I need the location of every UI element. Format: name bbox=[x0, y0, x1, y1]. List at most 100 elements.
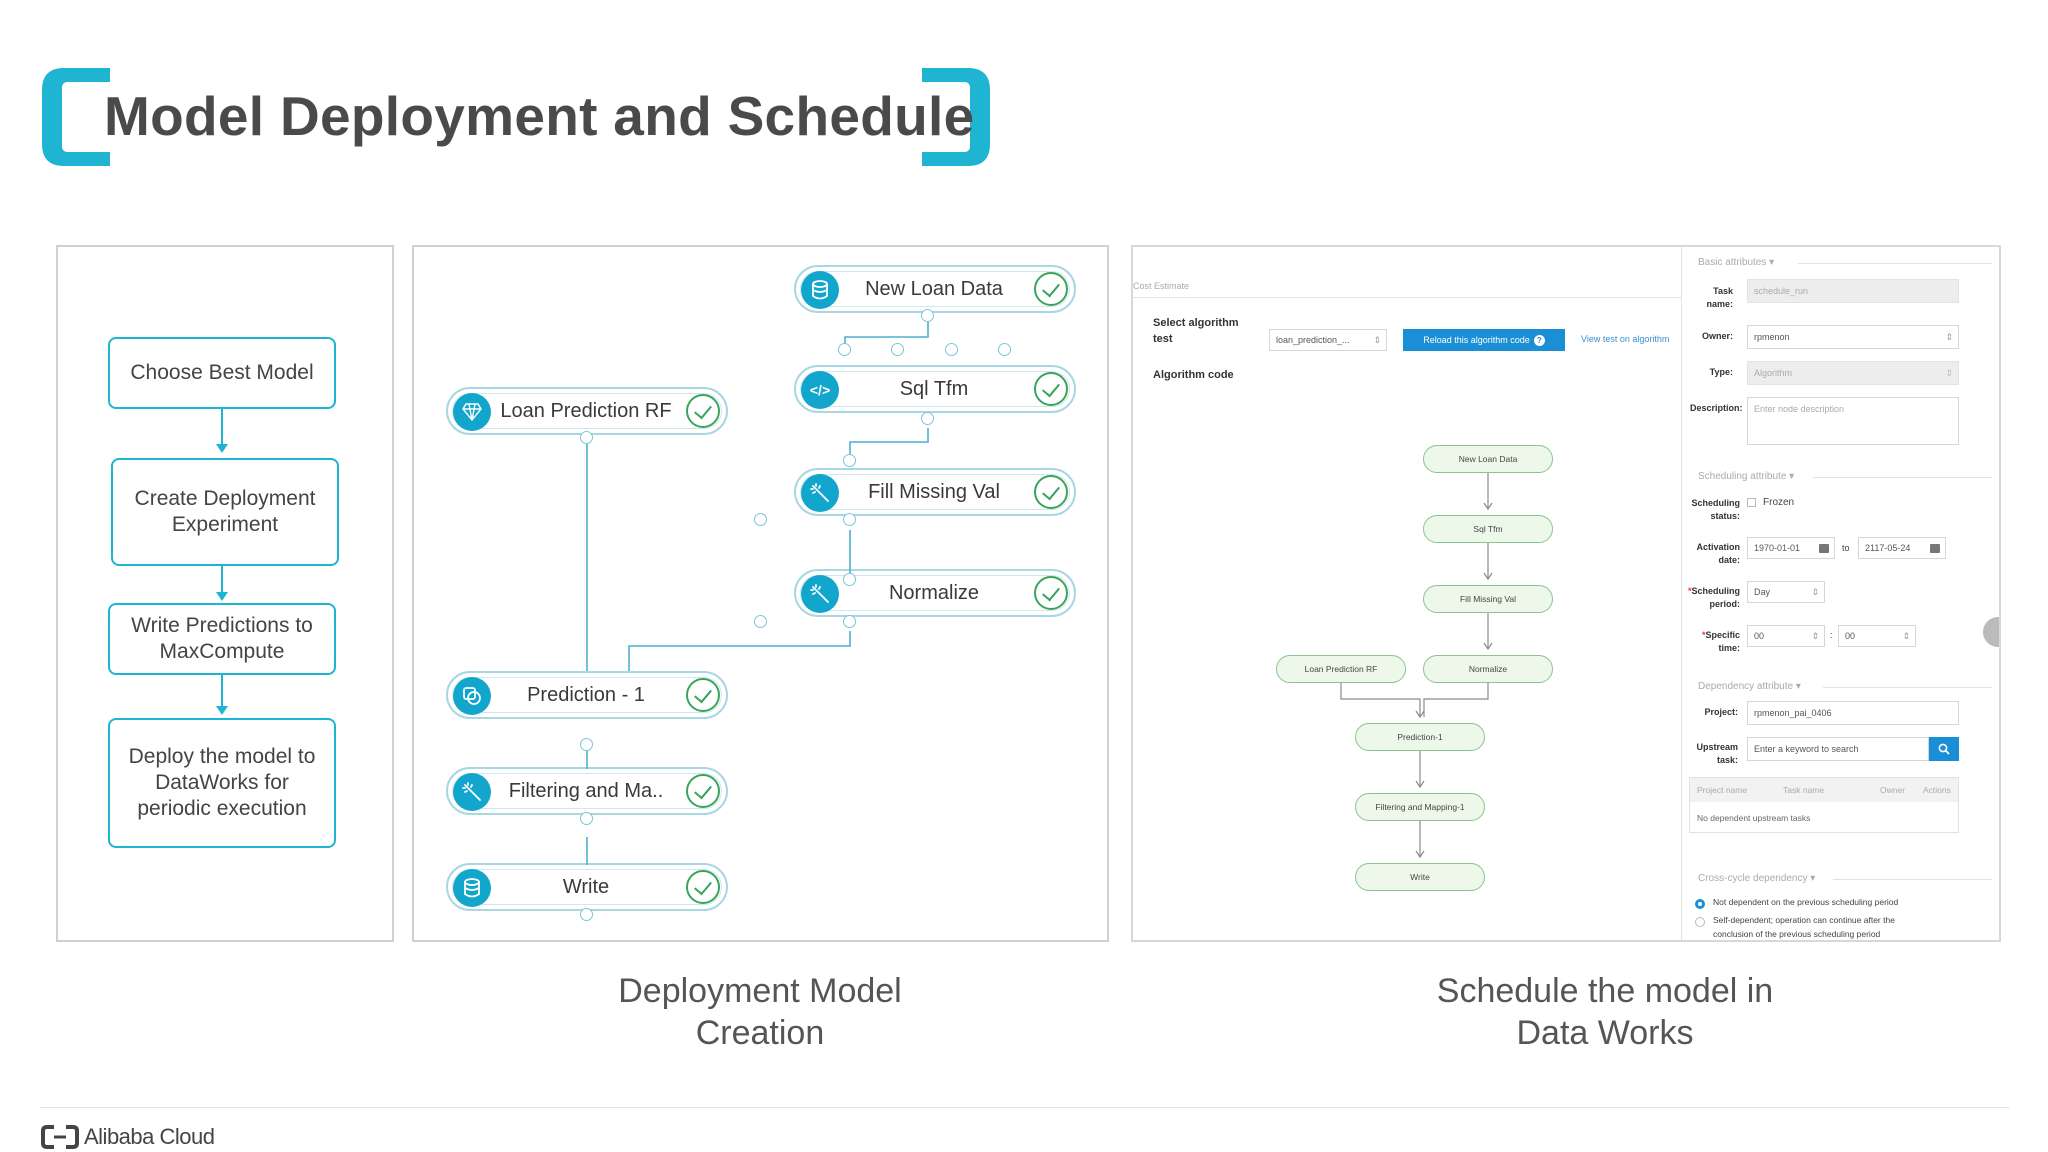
hour-select[interactable]: 00 ⇕ bbox=[1747, 625, 1825, 647]
activation-from-input[interactable]: 1970-01-01 bbox=[1747, 537, 1835, 559]
owner-select-value: rpmenon bbox=[1754, 332, 1790, 342]
output-port[interactable] bbox=[580, 908, 593, 921]
minute-select[interactable]: 00 ⇕ bbox=[1838, 625, 1916, 647]
node-sql-tfm[interactable]: </> Sql Tfm bbox=[794, 365, 1076, 413]
select-algorithm-label: Select algorithm test bbox=[1153, 317, 1239, 345]
project-input[interactable]: rpmenon_pai_0406 bbox=[1747, 701, 1959, 725]
reload-algorithm-button[interactable]: Reload this algorithm code ? bbox=[1403, 329, 1565, 351]
caption-line: Data Works bbox=[1516, 1014, 1694, 1052]
upstream-table-header bbox=[1690, 778, 1958, 802]
select-arrows-icon: ⇕ bbox=[1902, 630, 1910, 641]
algorithm-code-label: Algorithm code bbox=[1153, 369, 1234, 381]
option-not-dependent: Not dependent on the previous scheduling… bbox=[1713, 897, 1899, 907]
project-label: Project: bbox=[1704, 707, 1738, 717]
select-arrows-icon: ⇕ bbox=[1945, 367, 1953, 378]
algorithm-select[interactable]: loan_prediction_... ⇕ bbox=[1269, 329, 1387, 351]
node-new-loan-data[interactable]: New Loan Data bbox=[794, 265, 1076, 313]
select-arrows-icon: ⇕ bbox=[1811, 586, 1819, 597]
input-port[interactable] bbox=[891, 343, 904, 356]
view-test-link[interactable]: View test on algorithm bbox=[1581, 334, 1670, 344]
graph-node-normalize[interactable]: Normalize bbox=[1423, 655, 1553, 683]
output-port[interactable] bbox=[754, 615, 767, 628]
divider bbox=[1813, 477, 1992, 478]
algorithm-select-value: loan_prediction_... bbox=[1276, 335, 1350, 345]
output-port[interactable] bbox=[843, 513, 856, 526]
input-port[interactable] bbox=[838, 343, 851, 356]
input-port[interactable] bbox=[998, 343, 1011, 356]
select-arrows-icon: ⇕ bbox=[1811, 630, 1819, 641]
description-textarea[interactable]: Enter node description bbox=[1747, 397, 1959, 445]
activation-to-input[interactable]: 2117-05-24 bbox=[1858, 537, 1946, 559]
graph-node-filtering-and-mapping[interactable]: Filtering and Mapping-1 bbox=[1355, 793, 1485, 821]
owner-select[interactable]: rpmenon ⇕ bbox=[1747, 325, 1959, 349]
divider bbox=[1823, 687, 1992, 688]
output-port[interactable] bbox=[843, 615, 856, 628]
check-icon bbox=[1034, 475, 1068, 509]
tab-cost-estimate[interactable]: Cost Estimate bbox=[1133, 281, 1190, 291]
help-icon: ? bbox=[1533, 334, 1545, 346]
check-icon bbox=[1034, 272, 1068, 306]
check-icon bbox=[686, 870, 720, 904]
graph-node-new-loan-data[interactable]: New Loan Data bbox=[1423, 445, 1553, 473]
radio-not-dependent[interactable] bbox=[1695, 899, 1705, 909]
graph-node-prediction-1[interactable]: Prediction-1 bbox=[1355, 723, 1485, 751]
wand-icon bbox=[801, 474, 839, 512]
hour-select-value: 00 bbox=[1754, 631, 1765, 641]
check-icon bbox=[686, 678, 720, 712]
input-port[interactable] bbox=[945, 343, 958, 356]
frozen-checkbox[interactable] bbox=[1747, 498, 1756, 507]
database-icon bbox=[453, 869, 491, 907]
database-icon bbox=[801, 271, 839, 309]
graph-node-loan-prediction-rf[interactable]: Loan Prediction RF bbox=[1276, 655, 1406, 683]
cross-cycle-header[interactable]: Cross-cycle dependency ▾ bbox=[1698, 873, 1816, 884]
task-name-input[interactable]: schedule_run bbox=[1747, 279, 1959, 303]
node-normalize[interactable]: Normalize bbox=[794, 569, 1076, 617]
node-label: New Loan Data bbox=[865, 278, 1003, 300]
scheduling-period-label: *Scheduling period: bbox=[1688, 586, 1741, 609]
option-self-dependent-cont: conclusion of the previous scheduling pe… bbox=[1713, 929, 1881, 939]
node-loan-prediction-rf[interactable]: Loan Prediction RF bbox=[446, 387, 728, 435]
select-arrows-icon: ⇕ bbox=[1373, 334, 1381, 345]
upstream-search-button[interactable] bbox=[1929, 737, 1959, 761]
prediction-icon bbox=[453, 677, 491, 715]
type-select[interactable]: Algorithm ⇕ bbox=[1747, 361, 1959, 385]
input-port[interactable] bbox=[843, 454, 856, 467]
scheduling-period-select[interactable]: Day ⇕ bbox=[1747, 581, 1825, 603]
output-port[interactable] bbox=[580, 812, 593, 825]
scheduling-attribute-header[interactable]: Scheduling attribute ▾ bbox=[1698, 471, 1795, 482]
dataworks-schedule-panel: Cost Estimate Select algorithm test loan… bbox=[1131, 245, 2001, 942]
input-port[interactable] bbox=[843, 573, 856, 586]
col-task-name: Task name bbox=[1783, 785, 1825, 795]
code-icon: </> bbox=[801, 371, 839, 409]
output-port[interactable] bbox=[921, 309, 934, 322]
workflow-steps-panel: Choose Best Model Create Deployment Expe… bbox=[56, 245, 394, 942]
output-port[interactable] bbox=[754, 513, 767, 526]
graph-node-write[interactable]: Write bbox=[1355, 863, 1485, 891]
footer-divider bbox=[40, 1107, 2010, 1108]
node-fill-missing-val[interactable]: Fill Missing Val bbox=[794, 468, 1076, 516]
scheduling-status-label: Scheduling status: bbox=[1691, 498, 1740, 521]
flow-step-choose-model: Choose Best Model bbox=[108, 337, 336, 409]
graph-edges bbox=[1340, 473, 1493, 859]
output-port[interactable] bbox=[580, 431, 593, 444]
node-label: Prediction - 1 bbox=[527, 684, 645, 706]
to-label: to bbox=[1842, 543, 1850, 553]
node-write[interactable]: Write bbox=[446, 863, 728, 911]
graph-node-fill-missing-val[interactable]: Fill Missing Val bbox=[1423, 585, 1553, 613]
option-self-dependent: Self-dependent; operation can continue a… bbox=[1713, 915, 1895, 925]
activation-date-label: Activation date: bbox=[1696, 542, 1740, 565]
dependency-attribute-header[interactable]: Dependency attribute ▾ bbox=[1698, 681, 1801, 692]
divider bbox=[1133, 297, 1681, 298]
node-prediction-1[interactable]: Prediction - 1 bbox=[446, 671, 728, 719]
radio-self-dependent[interactable] bbox=[1695, 917, 1705, 927]
node-label: Fill Missing Val bbox=[868, 481, 1000, 503]
flow-connector bbox=[221, 675, 223, 708]
basic-attributes-header[interactable]: Basic attributes ▾ bbox=[1698, 257, 1775, 268]
collapse-handle[interactable] bbox=[1983, 617, 1999, 647]
output-port[interactable] bbox=[580, 738, 593, 751]
output-port[interactable] bbox=[921, 412, 934, 425]
graph-node-sql-tfm[interactable]: Sql Tfm bbox=[1423, 515, 1553, 543]
page-title: Model Deployment and Schedule bbox=[104, 85, 975, 147]
upstream-search-input[interactable]: Enter a keyword to search bbox=[1747, 737, 1929, 761]
frozen-label: Frozen bbox=[1763, 497, 1795, 508]
